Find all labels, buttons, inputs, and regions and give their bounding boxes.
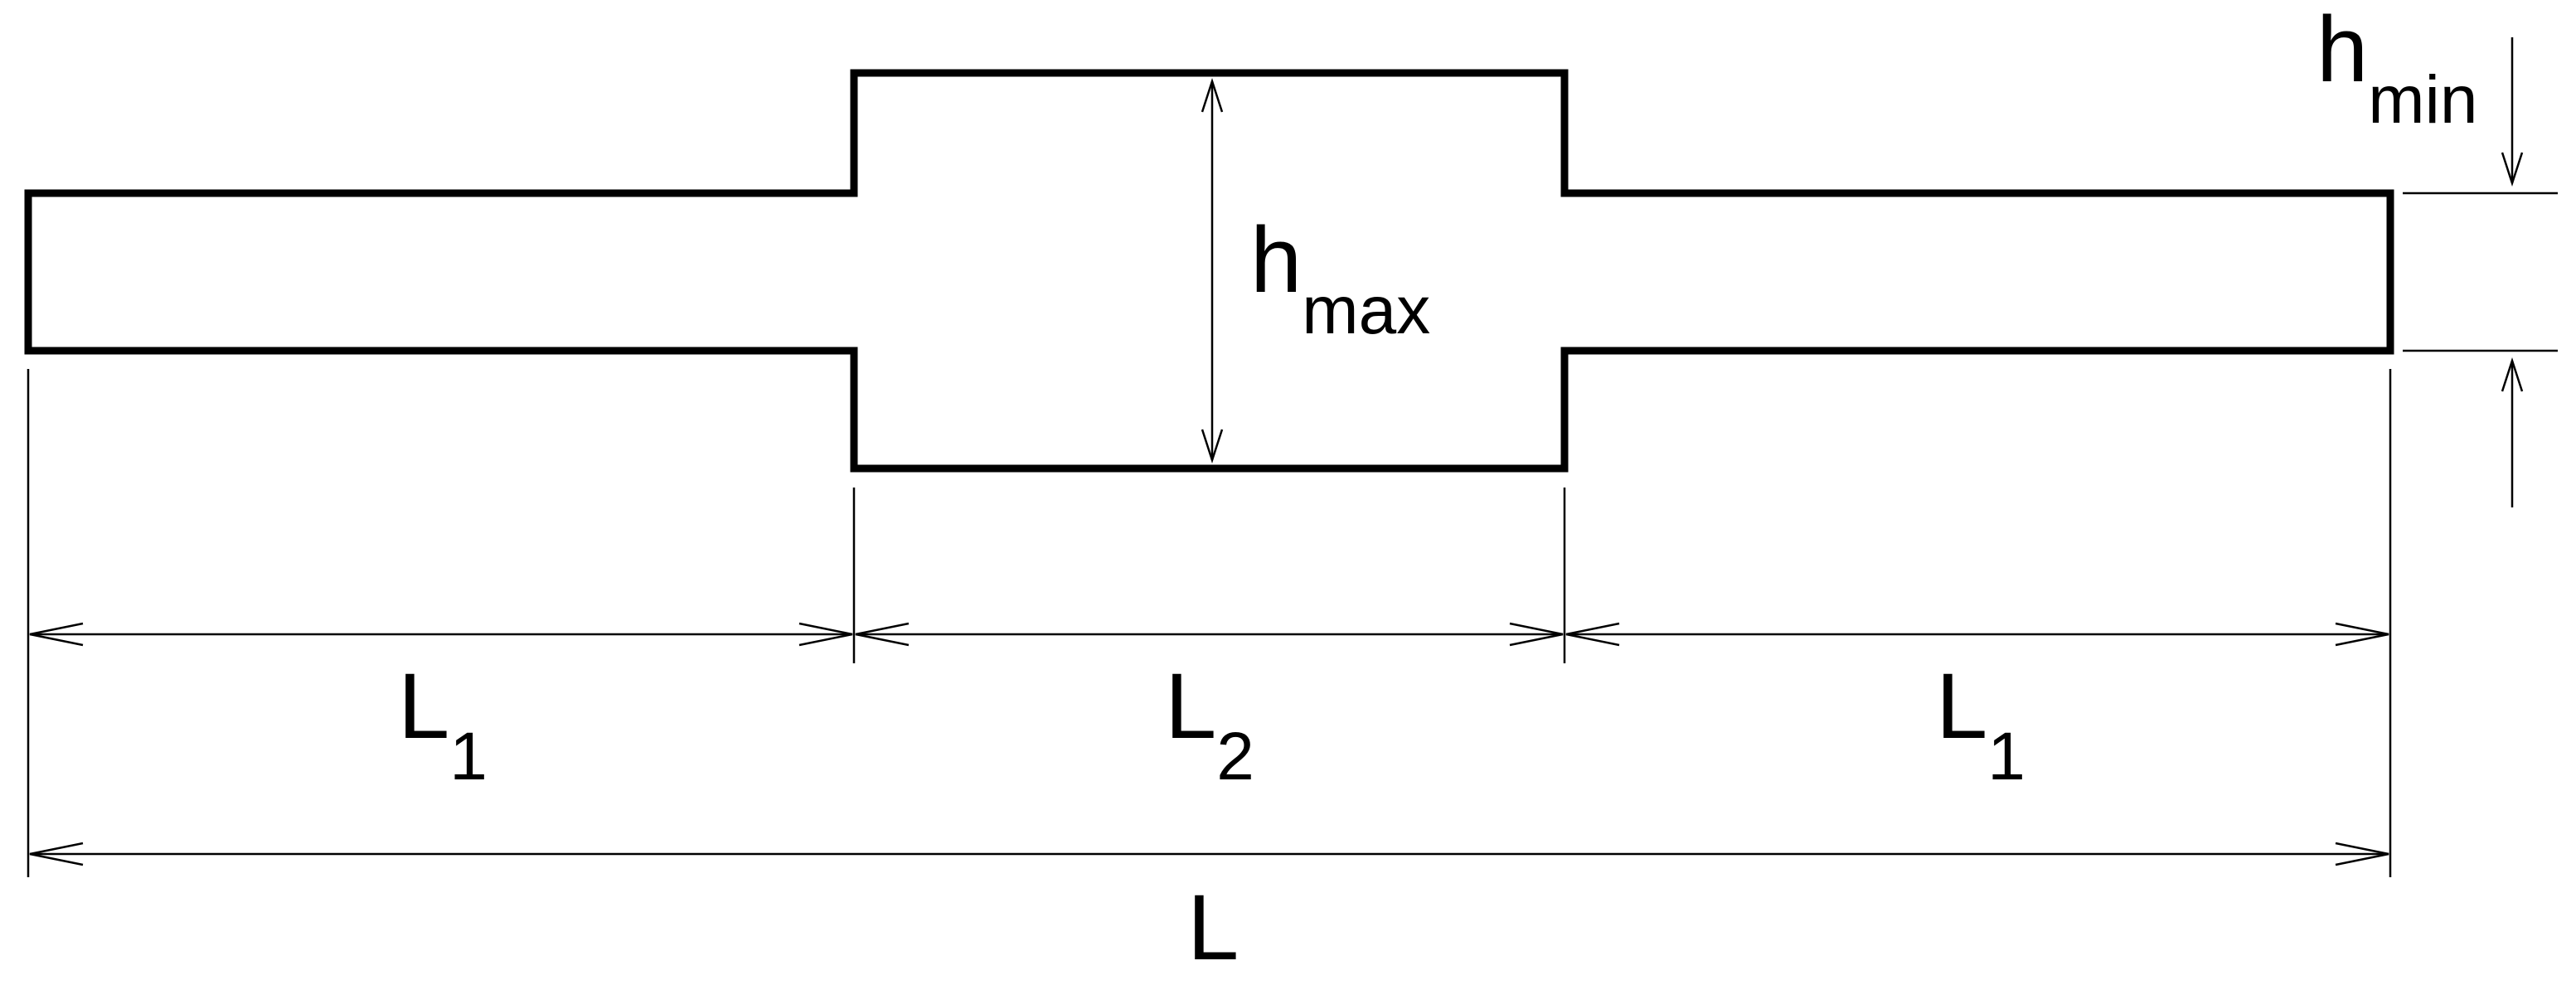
hmax-arrow-top-icon [1201,77,1224,113]
hmin-arrow-top-icon [2501,152,2524,187]
L2-arrow-start-icon [855,622,910,647]
L1-right-arrow-end-icon [2335,622,2389,647]
label-h-min-sub: min [2368,62,2477,138]
label-L1-right: L1 [1936,654,2025,794]
label-h-min-main: h [2316,0,2368,101]
label-L1-right-sub: 1 [1987,719,2025,794]
label-L1-left-sub: 1 [449,719,488,794]
beam-outline [24,69,2394,473]
label-L1-left: L1 [398,654,488,794]
hmin-arrow-bottom-icon [2501,357,2524,392]
label-h-max-main: h [1250,208,1302,312]
L-total-arrow-start-icon [29,842,84,866]
label-L1-left-main: L [398,654,449,758]
label-h-max: hmax [1250,208,1430,348]
L2-arrow-end-icon [1509,622,1564,647]
L1-left-arrow-end-icon [798,622,853,647]
label-L1-right-main: L [1936,654,1987,758]
L1-left-arrow-start-icon [29,622,84,647]
label-L-total: L [1187,876,1239,979]
L1-right-arrow-start-icon [1565,622,1620,647]
hmax-arrow-bottom-icon [1201,429,1224,464]
label-L2: L2 [1165,654,1254,794]
label-h-min: hmin [2316,0,2477,138]
label-h-max-sub: max [1302,273,1430,348]
label-L2-sub: 2 [1216,719,1254,794]
L-total-arrow-end-icon [2335,842,2389,866]
label-L2-main: L [1165,654,1216,758]
